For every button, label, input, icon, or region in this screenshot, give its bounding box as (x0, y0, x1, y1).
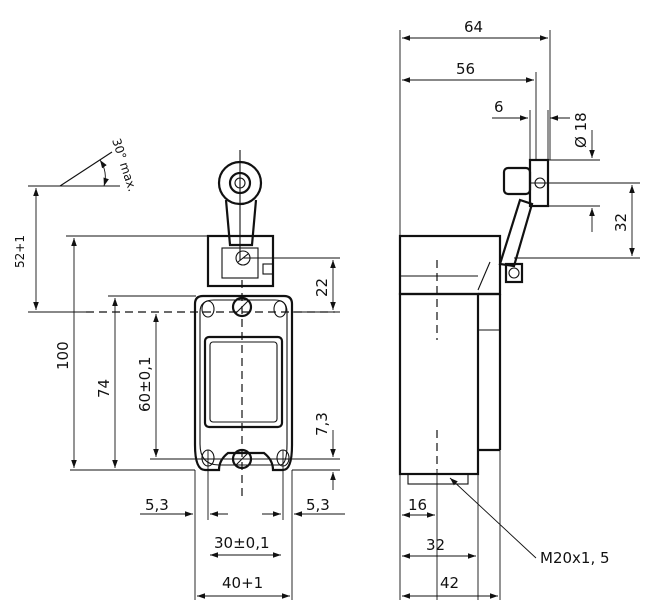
dim-depth-56: 56 (402, 60, 537, 160)
height-100-label: 100 (54, 341, 72, 370)
front-view: 30° max. 52+1 100 74 60±0,1 (13, 137, 345, 600)
width-40-label: 40+1 (222, 574, 263, 592)
head-height-label: 22 (313, 278, 331, 297)
dim-total-height: 100 (54, 235, 210, 468)
dim-body-height: 74 (95, 295, 196, 468)
base-depth-label: 42 (440, 574, 459, 592)
side-view: 64 56 6 Ø 18 32 (398, 18, 640, 600)
dim-roller-width: 6 (492, 98, 570, 160)
edge-right-label: 5,3 (306, 496, 330, 514)
dim-conduit-offset: 16 (399, 470, 438, 600)
roller-width-label: 6 (494, 98, 504, 116)
dim-head-height: 22 (292, 260, 340, 313)
dim-lever-range: 52+1 (13, 185, 86, 313)
thread-callout: M20x1, 5 (449, 477, 610, 567)
dim-hole-vertical: 60±0,1 (136, 314, 159, 457)
dim-offset-7-3: 7,3 (292, 412, 340, 490)
lever-offset-label: 32 (612, 213, 630, 232)
thread-callout-label: M20x1, 5 (540, 549, 610, 567)
dim-base-depth: 42 (402, 450, 501, 600)
dim-depth-64: 64 (399, 18, 551, 236)
conduit-offset-label: 16 (408, 496, 427, 514)
offset-7-3-label: 7,3 (313, 412, 331, 436)
hole-spacing-horizontal-label: 30±0,1 (214, 534, 270, 552)
depth-56-label: 56 (456, 60, 475, 78)
dim-hole-horizontal: 30±0,1 (210, 534, 281, 558)
dim-conduit-center: 32 (402, 474, 479, 600)
dim-roller-diameter: Ø 18 (548, 112, 600, 232)
switch-body (70, 280, 340, 520)
height-74-label: 74 (95, 379, 113, 398)
roller-diameter-label: Ø 18 (572, 112, 590, 148)
dim-width: 40+1 (197, 574, 290, 599)
conduit-center-label: 32 (426, 536, 445, 554)
dim-lever-offset: 32 (612, 185, 635, 256)
depth-64-label: 64 (464, 18, 483, 36)
side-lever (498, 158, 640, 284)
lever-angle-label: 30° max. (109, 137, 139, 194)
side-body (398, 234, 502, 485)
lever-range-label: 52+1 (13, 235, 27, 268)
edge-left-label: 5,3 (145, 496, 169, 514)
roller-lever (217, 150, 263, 260)
dim-edge-left: 5,3 (140, 470, 228, 600)
lever-angle-indicator: 30° max. (59, 137, 139, 194)
dim-edge-right: 5,3 (262, 470, 345, 600)
hole-spacing-vertical-label: 60±0,1 (136, 356, 154, 412)
switch-head (206, 234, 340, 288)
